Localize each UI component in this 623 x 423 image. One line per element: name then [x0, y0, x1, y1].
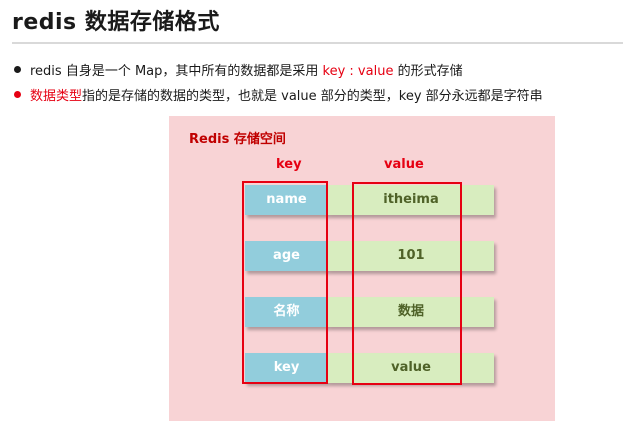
- value-cell-101: 101: [328, 241, 494, 271]
- key-column-header: key: [276, 157, 302, 172]
- page-title: redis 数据存储格式: [12, 10, 220, 35]
- data-type-highlight: 数据类型: [30, 89, 83, 104]
- bullet-text: 指的是存储的数据的类型，也就是 value 部分的类型，key 部分永远都是字符…: [82, 89, 543, 104]
- key-cell-age: age: [245, 241, 328, 271]
- bullet-text: redis 自身是一个 Map，其中所有的数据都是采用: [30, 64, 323, 79]
- bullet-text-suffix: 的形式存储: [393, 64, 463, 79]
- key-value-highlight: key : value: [322, 64, 394, 79]
- key-cell-key: key: [245, 353, 328, 383]
- bullet-map-format: redis 自身是一个 Map，其中所有的数据都是采用 key : value …: [14, 63, 463, 81]
- bullet-data-type: 数据类型指的是存储的数据的类型，也就是 value 部分的类型，key 部分永远…: [14, 88, 543, 106]
- value-cell-shuju: 数据: [328, 297, 494, 327]
- value-column-frame: [352, 182, 462, 385]
- bullet-dot: [14, 66, 21, 73]
- redis-storage-diagram: Redis 存储空间 key value name itheima age 10…: [169, 116, 555, 421]
- title-divider: [12, 42, 623, 44]
- value-cell-value: value: [328, 353, 494, 383]
- key-cell-name: name: [245, 185, 328, 215]
- value-column-header: value: [384, 157, 424, 172]
- diagram-title: Redis 存储空间: [189, 132, 286, 147]
- bullet-dot: [14, 91, 21, 98]
- key-column-frame: [242, 181, 328, 384]
- key-cell-mingcheng: 名称: [245, 297, 328, 327]
- value-cell-itheima: itheima: [328, 185, 494, 215]
